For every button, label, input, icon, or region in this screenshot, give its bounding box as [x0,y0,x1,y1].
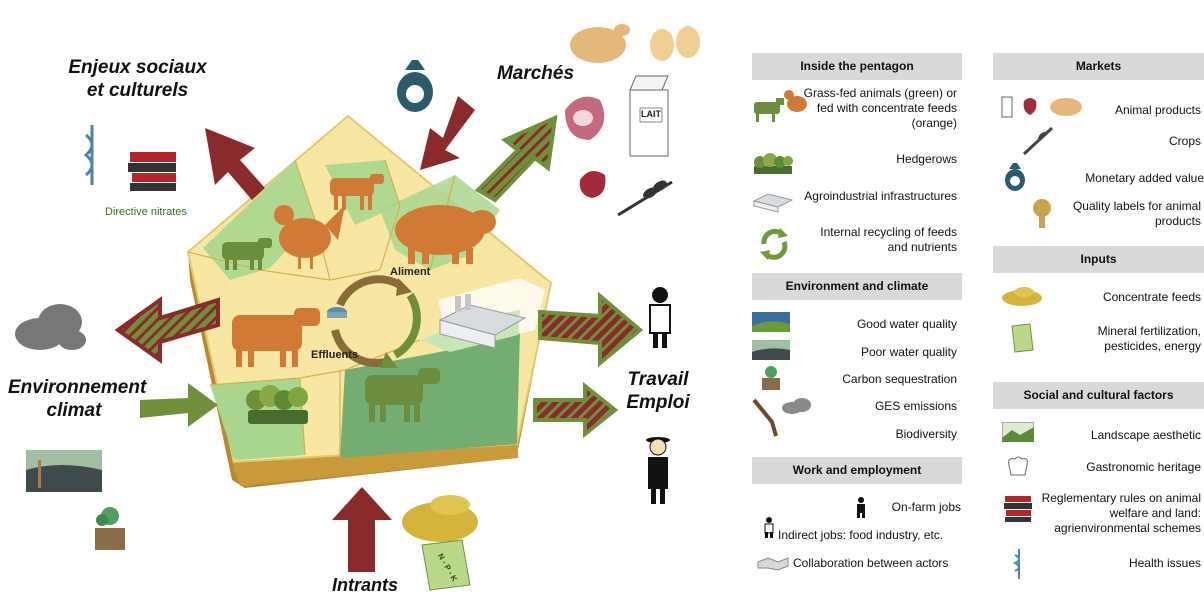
legend-item-landscape: Landscape aesthetic [1090,428,1201,442]
legend-item-quality: Quality labels for animal products [1072,199,1201,228]
legend-infrastructure-icon [752,193,794,213]
legend-books-icon [1004,496,1032,522]
legend-markets-title: Markets [993,53,1204,80]
legend-item-poor-water: Poor water quality [860,345,957,359]
legend-item-reglementary: Reglementary rules on animal welfare and… [1041,491,1201,535]
legend-recycling-icon [760,228,788,260]
arrow-markets-out [474,114,558,203]
arrow-money-in [420,96,475,170]
arrow-work-bottom [533,381,619,439]
worker-coat-icon [649,287,671,348]
caduceus-icon [83,125,94,185]
arrow-environment-in [140,383,218,427]
legend-item-onfarm: On-farm jobs [891,500,961,514]
arrow-social [205,128,265,200]
pig-orange-icon [395,205,496,264]
legend-caduceus-icon [1012,549,1020,579]
legend-handshake-icon [757,557,789,571]
pentagon-diagram [15,24,700,591]
legend-good-water-icon [752,312,790,332]
cow-green-icon [222,238,272,270]
meat-cut-icon [565,96,605,140]
legend-item-biodiversity: Biodiversity [895,427,957,441]
legend-crops-icon [1022,126,1054,156]
feed-pile-icon [402,495,478,542]
money-bag-icon [397,60,433,112]
legend-money-icon [1005,163,1025,191]
recycling-arrowhead-1 [396,278,412,296]
legend-item-agroindustrial: Agroindustrial infrastructures [804,189,957,203]
legend-animal-products-icon [1001,96,1082,118]
pentagon-base [232,440,518,486]
legend-item-good-water: Good water quality [856,317,957,331]
label-directive-nitrates: Directive nitrates [105,206,187,218]
legend-item-indirect: Indirect jobs: food industry, etc. [778,528,944,542]
label-markets: Marchés [496,63,575,84]
legend-poor-water-icon [752,340,790,360]
recycling-arrowhead-2 [380,352,398,368]
legend-hedgerow-icon [754,153,793,174]
label-effluents: Effluents [311,349,359,361]
legend-landscape-icon [1002,422,1034,442]
npk-bag-icon [421,539,471,591]
legend-item-collaboration: Collaboration between actors [793,556,949,570]
legend-item-carbon: Carbon sequestration [842,372,957,386]
legend-onfarm-icon [857,497,865,518]
label-social: Enjeux sociaux et culturels [68,57,207,101]
arrow-work-top [538,291,644,368]
legend-chef-hat-icon [1008,456,1028,476]
farm-buildings-icon [438,294,527,349]
legend-inside-title: Inside the pentagon [752,53,962,80]
recycling-cycle-icon [331,275,421,367]
legend-item-crops: Crops [1168,134,1201,148]
label-work: Travail Emploi [626,369,690,413]
legend-feed-icon [1002,287,1042,306]
legend-npk-icon [1011,323,1034,353]
feeder-icon [327,307,347,318]
farmer-icon [646,437,670,504]
meat-steak-icon [579,171,606,198]
legend-animals-icon [754,90,807,122]
legend-item-ges: GES emissions [874,399,957,413]
hen-orange-icon [274,205,345,269]
cow-orange-top-icon [330,174,384,210]
legend-item-concentrate: Concentrate feeds [1102,290,1201,304]
legend-indirect-icon [764,517,774,538]
legend-work-title: Work and employment [752,457,962,484]
label-aliment: Aliment [390,266,431,278]
carbon-plant-icon [95,507,125,550]
legend-item-money: Monetary added value [1085,171,1204,185]
label-inputs: Intrants [331,575,398,595]
legend-item-animal-products: Animal products [1114,103,1201,117]
legend-item-mineral: Mineral fertilization, pesticides, energ… [1097,324,1201,353]
legend-quality-label-icon [1033,199,1051,228]
legend-item-grassfed: Grass-fed animals (green) or fed with co… [803,86,957,130]
cow-green-big-icon [365,368,440,422]
legend-item-recycling: Internal recycling of feeds and nutrient… [820,225,957,254]
label-milk-carton: LAIT [641,109,661,119]
legend-social-title: Social and cultural factors [993,382,1204,409]
legend-inputs-title: Inputs [993,246,1204,273]
hedgerow-icon [246,385,308,424]
water-landscape-icon [26,450,102,492]
milk-carton-icon [629,75,669,157]
legend-ges-icon [752,398,811,437]
books-icon [128,152,176,191]
eggs-icon [650,26,700,61]
legend-item-gastronomic: Gastronomic heritage [1086,460,1201,474]
legend-item-hedgerows: Hedgerows [896,152,957,166]
chicken-product-icon [570,24,630,63]
arrow-environment-out [114,296,220,364]
label-environment: Environnement climat [8,377,147,421]
legend-item-health: Health issues [1128,556,1201,570]
zone-dark-bottom [340,330,520,458]
legend-carbon-icon [762,366,780,390]
wheat-icon [617,180,673,217]
cow-orange-big-icon [232,308,320,367]
legend-environment-title: Environment and climate [752,273,962,300]
arrow-inputs [332,487,392,572]
cloud-icon [15,304,86,350]
